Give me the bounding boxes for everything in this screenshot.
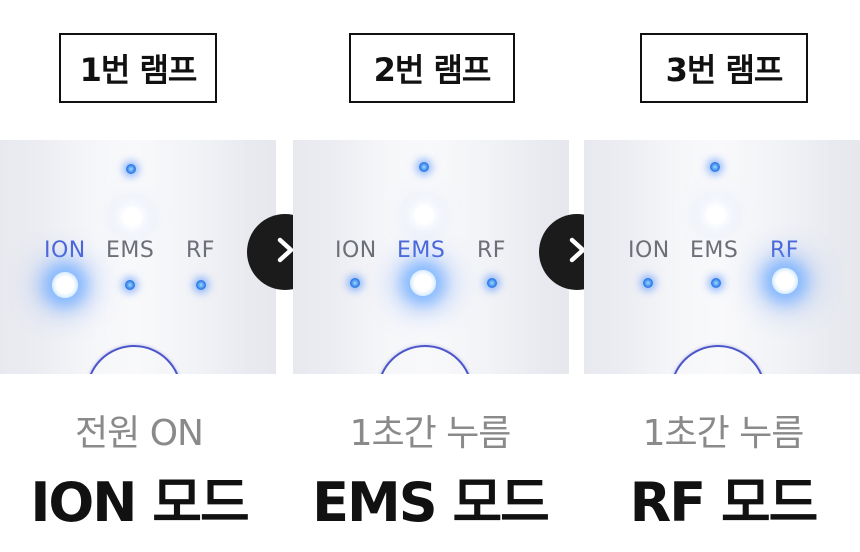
top-indicator-led (126, 164, 136, 174)
label-rf: RF (770, 238, 799, 263)
step-2-mode: EMS 모드 (312, 471, 550, 534)
chevron-right-icon (562, 235, 592, 269)
step-2-action: 1초간 누름 (349, 413, 512, 454)
top-indicator-led (710, 162, 720, 172)
power-led (705, 204, 727, 226)
device-panel-3: ION EMS RF (584, 140, 860, 374)
label-ion: ION (335, 238, 377, 263)
step-3-mode: RF 모드 (629, 471, 819, 534)
ion-led (643, 278, 653, 288)
label-ems: EMS (690, 238, 739, 263)
ems-led (125, 280, 135, 290)
label-rf: RF (477, 238, 506, 263)
chevron-right-icon (270, 235, 300, 269)
rf-led-active (772, 268, 798, 294)
top-indicator-led (419, 162, 429, 172)
rf-led (196, 280, 206, 290)
step-3-action: 1초간 누름 (642, 413, 805, 454)
ion-led (350, 278, 360, 288)
power-led (121, 206, 143, 228)
step-1-mode: ION 모드 (30, 471, 249, 534)
device-panel-1: ION EMS RF (0, 140, 276, 374)
label-ion: ION (628, 238, 670, 263)
ems-led-active (410, 270, 436, 296)
step-1-action: 전원 ON (75, 413, 204, 454)
rf-led (487, 278, 497, 288)
ems-led (711, 278, 721, 288)
label-rf: RF (186, 238, 215, 263)
device-panel-2: ION EMS RF (293, 140, 569, 374)
label-ems: EMS (397, 238, 446, 263)
ion-led-active (52, 272, 78, 298)
lamp-3-title: 3번 램프 (640, 33, 808, 103)
lamp-1-title: 1번 램프 (59, 33, 217, 103)
label-ems: EMS (106, 238, 155, 263)
label-ion: ION (44, 238, 86, 263)
power-led (413, 204, 435, 226)
lamp-2-title: 2번 램프 (349, 33, 515, 103)
